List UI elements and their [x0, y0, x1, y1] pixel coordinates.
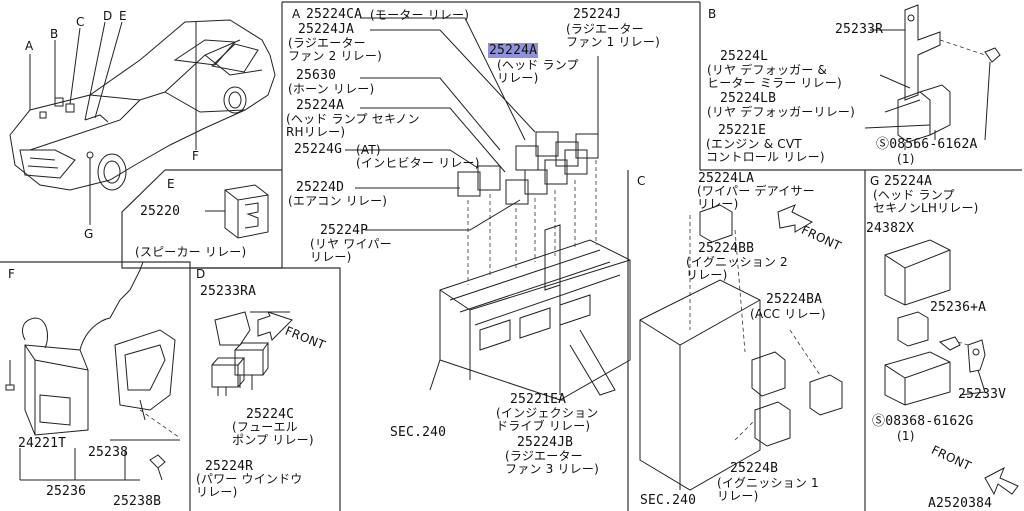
part-25236A[interactable]: 25236+A — [930, 300, 987, 315]
part-25224JB-desc: (ラジエーター ファン 3 リレー) — [505, 449, 599, 476]
part-25224P-desc: (リヤ ワイパー リレー) — [310, 237, 392, 264]
part-25236[interactable]: 25236 — [46, 484, 87, 499]
part-25224BA-desc: (ACC リレー) — [750, 307, 826, 321]
car-callout-f: F — [192, 149, 200, 163]
part-25630-desc: (ホーン リレー) — [288, 82, 375, 96]
sec-240-a[interactable]: SEC.240 — [390, 425, 447, 440]
part-25224C-desc: (フューエル ポンプ リレー) — [232, 420, 314, 447]
part-25224BB-desc: (イグニッション 2 リレー) — [686, 255, 788, 282]
part-25224L-desc: (リヤ デフォッガー & ヒーター ミラー リレー) — [707, 63, 842, 90]
part-25221EA-desc: (インジェクション ドライブ リレー) — [496, 406, 599, 433]
part-25221E[interactable]: 25221E — [718, 123, 767, 138]
part-25233V[interactable]: 25233V — [958, 387, 1007, 402]
part-25224A-rh-desc: (ヘッド ランプ セキノン RHリレー) — [286, 112, 420, 139]
part-24221T[interactable]: 24221T — [18, 436, 67, 451]
part-25224LB-desc: (リヤ デフォッガーリレー) — [707, 105, 855, 119]
ecm-relay-drawings — [639, 204, 843, 491]
part-25224LB[interactable]: 25224LB — [720, 91, 777, 106]
car-illustration — [9, 19, 276, 225]
part-25224B-desc: (イグニッション 1 リレー) — [717, 476, 819, 503]
part-25224A-lh-desc: (ヘッド ランプ セキノンLHリレー) — [873, 188, 979, 215]
section-e-letter: E — [167, 177, 175, 191]
headlamp-relay-drawings — [884, 239, 1019, 496]
part-25238B[interactable]: 25238B — [113, 494, 162, 509]
section-b-letter: B — [708, 7, 717, 21]
sec-240-c[interactable]: SEC.240 — [640, 493, 697, 508]
part-25224BA[interactable]: 25224BA — [766, 292, 823, 307]
part-08368-6162G-qty: (1) — [897, 429, 915, 443]
part-25224LA-desc: (ワイパー デアイサー リレー) — [697, 184, 815, 211]
car-callout-a: A — [25, 39, 34, 53]
part-25224B[interactable]: 25224B — [730, 461, 779, 476]
rear-defogger-relay-drawings — [864, 4, 1001, 150]
part-25224JA-desc: (ラジエーター ファン 2 リレー) — [288, 36, 382, 63]
section-g-letter: G — [870, 174, 880, 188]
part-25233RA[interactable]: 25233RA — [200, 284, 257, 299]
speaker-relay-drawing — [205, 184, 269, 239]
section-c-letter: C — [637, 174, 646, 188]
car-callout-d: D — [103, 9, 113, 23]
part-25224C[interactable]: 25224C — [246, 407, 295, 422]
part-25224R-desc: (パワー ウインドウ リレー) — [196, 472, 303, 499]
part-24382X[interactable]: 24382X — [866, 221, 915, 236]
highlighted-part-number[interactable]: 25224A — [488, 43, 539, 58]
section-d-letter: D — [196, 267, 206, 281]
part-25224A-headlamp-desc: (ヘッド ランプ リレー) — [497, 58, 579, 85]
section-f-letter: F — [8, 267, 16, 281]
part-08566-6162A-qty: (1) — [897, 152, 915, 166]
part-08566-6162A[interactable]: Ⓢ08566-6162A — [876, 137, 978, 152]
part-25224LA[interactable]: 25224LA — [698, 171, 755, 186]
part-25224CA[interactable]: 25224CA — [306, 7, 363, 22]
part-08368-6162G[interactable]: Ⓢ08368-6162G — [872, 414, 974, 429]
section-a-letter: A — [292, 7, 301, 21]
part-25224JB[interactable]: 25224JB — [517, 435, 574, 450]
part-25224D[interactable]: 25224D — [296, 180, 345, 195]
car-callout-g: G — [84, 227, 94, 241]
part-25224G[interactable]: 25224G — [294, 142, 343, 157]
part-25224CA-desc: (モーター リレー) — [370, 8, 470, 22]
sensor-drawing — [5, 261, 181, 481]
part-25224J-desc: (ラジエーター ファン 1 リレー) — [566, 22, 660, 49]
part-25224A-headlamp[interactable]: 25224A — [488, 43, 539, 58]
part-25630[interactable]: 25630 — [296, 68, 337, 83]
part-25224D-desc: (エアコン リレー) — [288, 194, 388, 208]
part-25221E-desc: (エンジン & CVT コントロール リレー) — [706, 137, 825, 164]
car-callout-b: B — [50, 27, 59, 41]
car-callout-e: E — [119, 9, 127, 23]
part-25221EA[interactable]: 25221EA — [510, 392, 567, 407]
part-25224L[interactable]: 25224L — [720, 49, 769, 64]
part-25224A-rh[interactable]: 25224A — [296, 98, 345, 113]
part-25220-desc: (スピーカー リレー) — [135, 245, 247, 259]
car-callout-c: C — [76, 15, 85, 29]
part-25224R[interactable]: 25224R — [205, 459, 254, 474]
relay-box-drawing — [345, 17, 631, 401]
part-25224J[interactable]: 25224J — [573, 7, 622, 22]
power-relay-drawings — [211, 311, 293, 396]
part-25224A-lh[interactable]: 25224A — [884, 174, 933, 189]
part-25220[interactable]: 25220 — [140, 204, 181, 219]
part-25224G-desc: (AT) (インヒビター リレー) — [356, 143, 480, 170]
part-25238[interactable]: 25238 — [88, 445, 129, 460]
part-25224BB[interactable]: 25224BB — [698, 241, 755, 256]
part-25233R[interactable]: 25233R — [835, 22, 884, 37]
part-25224JA[interactable]: 25224JA — [298, 22, 355, 37]
diagram-id: A2520384 — [928, 496, 993, 511]
part-25224P[interactable]: 25224P — [320, 223, 369, 238]
